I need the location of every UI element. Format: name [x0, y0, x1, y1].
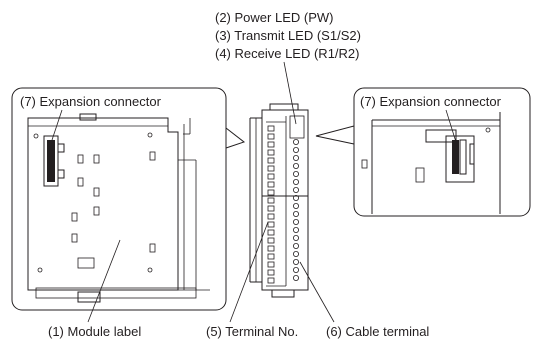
terminal-screw: [292, 258, 299, 265]
terminal-screw: [292, 266, 299, 273]
terminal-screw: [292, 250, 299, 257]
terminal-slot: [267, 221, 275, 228]
terminal-screw: [292, 170, 299, 177]
expansion-connector-label-right: (7) Expansion connector: [360, 94, 502, 109]
terminal-slot: [267, 205, 275, 212]
terminal-screw: [292, 178, 299, 185]
terminal-slot: [267, 141, 275, 148]
expansion-connector-right: [425, 129, 475, 183]
terminal-screw: [292, 154, 299, 161]
receive-led-label: (4) Receive LED (R1/R2): [215, 46, 360, 61]
transmit-led-label: (3) Transmit LED (S1/S2): [215, 28, 361, 43]
terminal-slot: [267, 133, 275, 140]
terminal-screw: [292, 146, 299, 153]
terminal-slot: [267, 237, 275, 244]
terminal-screw: [292, 274, 299, 281]
terminal-no-caption: (5) Terminal No.: [206, 324, 298, 339]
terminal-block: [266, 116, 299, 287]
terminal-screw: [292, 234, 299, 241]
expansion-connector-left: [43, 135, 65, 187]
module-front-view: [249, 103, 309, 298]
terminal-screw: [292, 218, 299, 225]
terminal-screw: [292, 162, 299, 169]
terminal-slot: [267, 189, 275, 196]
terminal-screw: [292, 194, 299, 201]
right-detail-callout: (7) Expansion connector: [353, 87, 531, 217]
cable-terminal-caption: (6) Cable terminal: [326, 324, 429, 339]
terminal-screw: [292, 202, 299, 209]
terminal-screw: [292, 186, 299, 193]
terminal-slot: [267, 261, 275, 268]
terminal-slot: [267, 197, 275, 204]
terminal-slot: [267, 149, 275, 156]
terminal-slot: [267, 173, 275, 180]
terminal-screw: [292, 138, 299, 145]
terminal-slot: [267, 157, 275, 164]
terminal-slot: [267, 229, 275, 236]
terminal-screw: [292, 226, 299, 233]
terminal-slot: [267, 213, 275, 220]
terminal-slot: [267, 277, 275, 284]
terminal-slot: [267, 269, 275, 276]
terminal-screw: [292, 242, 299, 249]
terminal-slot: [267, 125, 275, 132]
terminal-screw: [292, 210, 299, 217]
power-led-label: (2) Power LED (PW): [215, 10, 333, 25]
terminal-slot: [267, 253, 275, 260]
expansion-connector-label-left: (7) Expansion connector: [20, 94, 162, 109]
module-label-caption: (1) Module label: [48, 324, 141, 339]
terminal-slot: [267, 181, 275, 188]
terminal-slot: [267, 165, 275, 172]
left-detail-callout: (7) Expansion connector: [11, 87, 227, 323]
terminal-slot: [267, 245, 275, 252]
